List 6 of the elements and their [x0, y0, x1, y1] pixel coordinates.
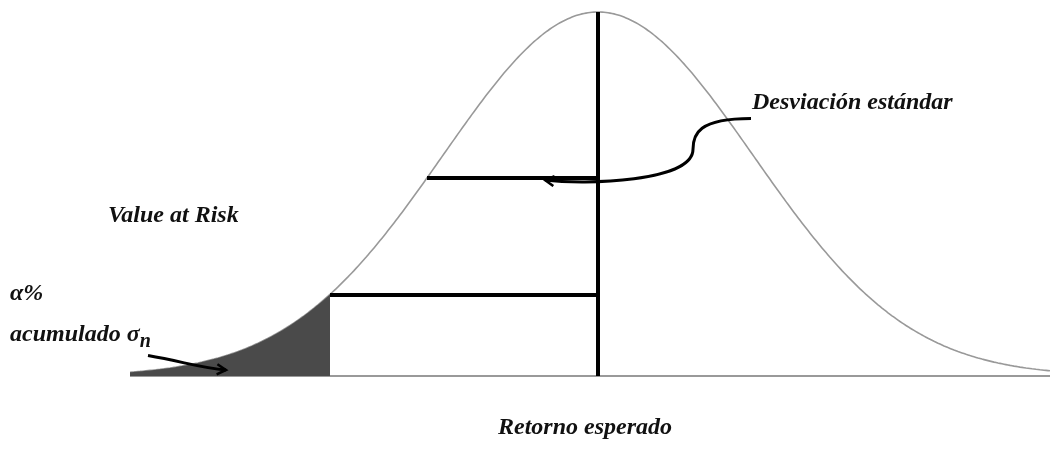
- callout-text: α% acumulado σ$_{n}$: [10, 272, 156, 357]
- callout-text: Desviación estándar: [752, 82, 953, 121]
- leader-arrow: [543, 116, 752, 188]
- leader-arrow: [147, 354, 228, 376]
- axis-label: Retorno esperado: [498, 412, 672, 441]
- annotation-text: Value at Risk: [108, 200, 239, 229]
